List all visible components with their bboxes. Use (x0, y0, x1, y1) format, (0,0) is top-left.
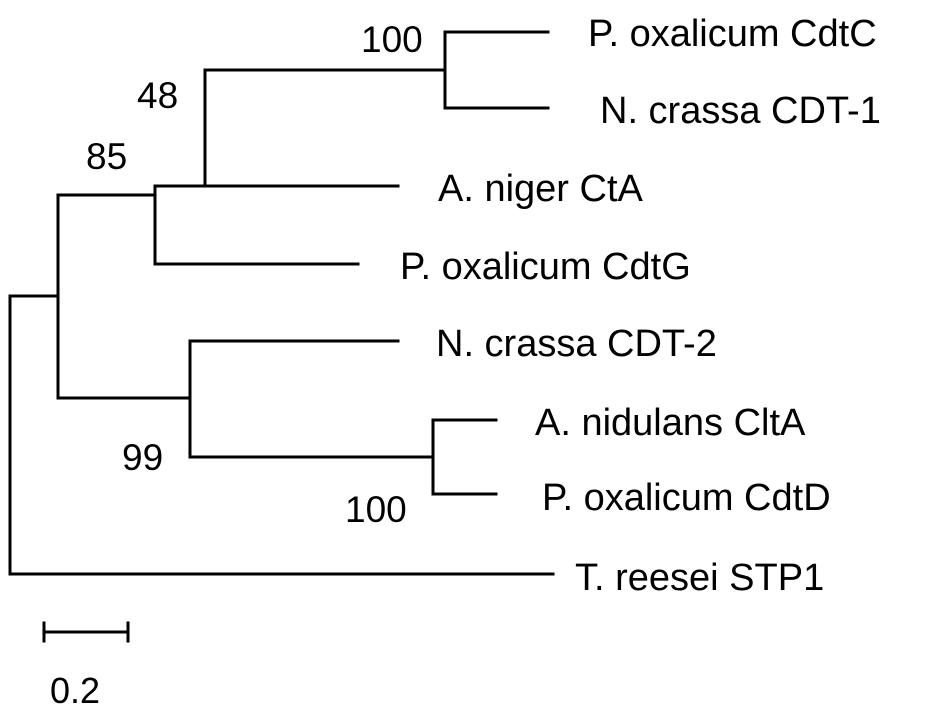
leaf-label-stp1: T. reesei STP1 (575, 557, 824, 599)
leaf-label-cdtg: P. oxalicum CdtG (400, 246, 691, 288)
leaf-label-cdt2: N. crassa CDT-2 (436, 323, 717, 365)
support-value-cdtg-clade: 85 (86, 136, 127, 177)
leaf-label-cdtd: P. oxalicum CdtD (542, 477, 831, 519)
scale-bar-label: 0.2 (50, 670, 100, 711)
scale-bar: 0.2 (42, 621, 130, 711)
support-value-cdtc-cdt1: 100 (361, 19, 423, 60)
support-value-cta-clade: 48 (137, 75, 178, 116)
leaf-label-cta: A. niger CtA (438, 168, 644, 210)
support-value-cdt2-clade: 99 (122, 437, 163, 478)
leaf-label-cdtc: P. oxalicum CdtC (588, 13, 877, 55)
support-value-clta-cdtd: 100 (345, 489, 407, 530)
leaf-label-clta: A. nidulans CltA (535, 402, 806, 444)
leaf-label-cdt1: N. crassa CDT-1 (600, 90, 881, 132)
